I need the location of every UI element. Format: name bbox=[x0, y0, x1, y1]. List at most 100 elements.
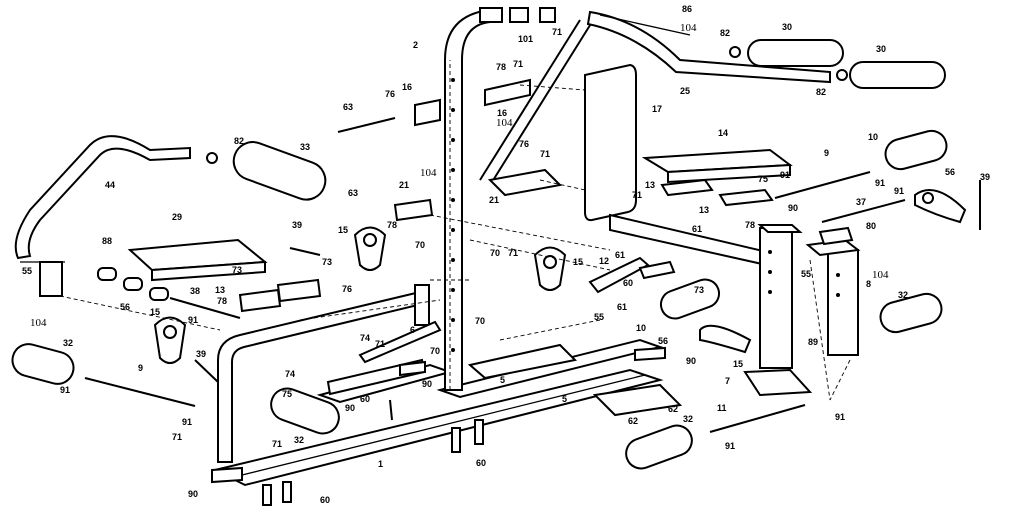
label-73: 73 bbox=[322, 257, 332, 267]
label-13: 13 bbox=[699, 205, 709, 215]
label-16: 16 bbox=[402, 82, 412, 92]
label-39: 39 bbox=[980, 172, 990, 182]
label-70: 70 bbox=[490, 248, 500, 258]
label-82: 82 bbox=[816, 87, 826, 97]
label-73: 73 bbox=[232, 265, 242, 275]
label-10: 10 bbox=[868, 132, 878, 142]
label-32: 32 bbox=[63, 338, 73, 348]
label-91: 91 bbox=[182, 417, 192, 427]
label-32: 32 bbox=[294, 435, 304, 445]
label-44: 44 bbox=[105, 180, 115, 190]
label-56: 56 bbox=[658, 336, 668, 346]
label-71: 71 bbox=[540, 149, 550, 159]
pulleys-15 bbox=[153, 189, 967, 364]
label-1: 1 bbox=[378, 459, 383, 469]
label-91: 91 bbox=[60, 385, 70, 395]
label-90: 90 bbox=[788, 203, 798, 213]
label-75: 75 bbox=[758, 174, 768, 184]
label-55: 55 bbox=[801, 269, 811, 279]
label-104: 104 bbox=[680, 22, 697, 34]
seat-14 bbox=[641, 148, 793, 207]
label-71: 71 bbox=[172, 432, 182, 442]
label-89: 89 bbox=[808, 337, 818, 347]
label-39: 39 bbox=[292, 220, 302, 230]
label-78: 78 bbox=[496, 62, 506, 72]
label-60: 60 bbox=[623, 278, 633, 288]
label-74: 74 bbox=[285, 369, 295, 379]
seat-29 bbox=[127, 238, 268, 282]
label-73: 73 bbox=[694, 285, 704, 295]
label-104: 104 bbox=[496, 117, 513, 129]
label-21: 21 bbox=[489, 195, 499, 205]
label-10: 10 bbox=[636, 323, 646, 333]
label-30: 30 bbox=[876, 44, 886, 54]
label-32: 32 bbox=[898, 290, 908, 300]
label-55: 55 bbox=[22, 266, 32, 276]
spacers-88 bbox=[97, 267, 169, 301]
label-104: 104 bbox=[30, 317, 47, 329]
label-70: 70 bbox=[475, 316, 485, 326]
label-63: 63 bbox=[343, 102, 353, 112]
label-90: 90 bbox=[686, 356, 696, 366]
label-82: 82 bbox=[234, 136, 244, 146]
label-33: 33 bbox=[300, 142, 310, 152]
label-60: 60 bbox=[476, 458, 486, 468]
part-labels: 1 2 5 5 6 7 8 9 9 10 10 11 12 13 13 13 1… bbox=[22, 4, 990, 505]
label-71: 71 bbox=[513, 59, 523, 69]
label-7: 7 bbox=[725, 376, 730, 386]
foam-rollers bbox=[11, 129, 948, 470]
label-104: 104 bbox=[872, 269, 889, 281]
label-70: 70 bbox=[430, 346, 440, 356]
label-90: 90 bbox=[422, 379, 432, 389]
label-86: 86 bbox=[682, 4, 692, 14]
back-pad bbox=[584, 63, 637, 222]
label-91: 91 bbox=[875, 178, 885, 188]
base-frame bbox=[212, 338, 683, 487]
label-15: 15 bbox=[338, 225, 348, 235]
label-76: 76 bbox=[342, 284, 352, 294]
label-13: 13 bbox=[645, 180, 655, 190]
label-61: 61 bbox=[615, 250, 625, 260]
label-71: 71 bbox=[632, 190, 642, 200]
label-91: 91 bbox=[835, 412, 845, 422]
label-61: 61 bbox=[692, 224, 702, 234]
label-16: 16 bbox=[497, 108, 507, 118]
label-90: 90 bbox=[345, 403, 355, 413]
label-8: 8 bbox=[866, 279, 871, 289]
label-13: 13 bbox=[215, 285, 225, 295]
label-15: 15 bbox=[150, 307, 160, 317]
label-63: 63 bbox=[348, 188, 358, 198]
brackets bbox=[211, 98, 854, 484]
label-9: 9 bbox=[824, 148, 829, 158]
label-39: 39 bbox=[196, 349, 206, 359]
label-25: 25 bbox=[680, 86, 690, 96]
label-91: 91 bbox=[188, 315, 198, 325]
label-12: 12 bbox=[599, 256, 609, 266]
label-71: 71 bbox=[508, 248, 518, 258]
label-70: 70 bbox=[415, 240, 425, 250]
label-74: 74 bbox=[360, 333, 370, 343]
label-14: 14 bbox=[718, 128, 728, 138]
label-75: 75 bbox=[282, 389, 292, 399]
leg-bars bbox=[84, 171, 906, 433]
label-29: 29 bbox=[172, 212, 182, 222]
label-62: 62 bbox=[628, 416, 638, 426]
label-17: 17 bbox=[652, 104, 662, 114]
carriage-guide bbox=[479, 7, 593, 197]
label-6: 6 bbox=[410, 325, 415, 335]
rods-and-pins bbox=[194, 117, 981, 506]
label-21: 21 bbox=[399, 180, 409, 190]
label-61: 61 bbox=[617, 302, 627, 312]
label-11: 11 bbox=[717, 403, 727, 413]
label-38: 38 bbox=[190, 286, 200, 296]
label-91: 91 bbox=[725, 441, 735, 451]
alignment-lines bbox=[59, 84, 851, 401]
label-90: 90 bbox=[188, 489, 198, 499]
label-37: 37 bbox=[856, 197, 866, 207]
label-56: 56 bbox=[945, 167, 955, 177]
label-15: 15 bbox=[573, 257, 583, 267]
label-15: 15 bbox=[733, 359, 743, 369]
top-arm bbox=[586, 10, 946, 89]
label-91: 91 bbox=[780, 170, 790, 180]
